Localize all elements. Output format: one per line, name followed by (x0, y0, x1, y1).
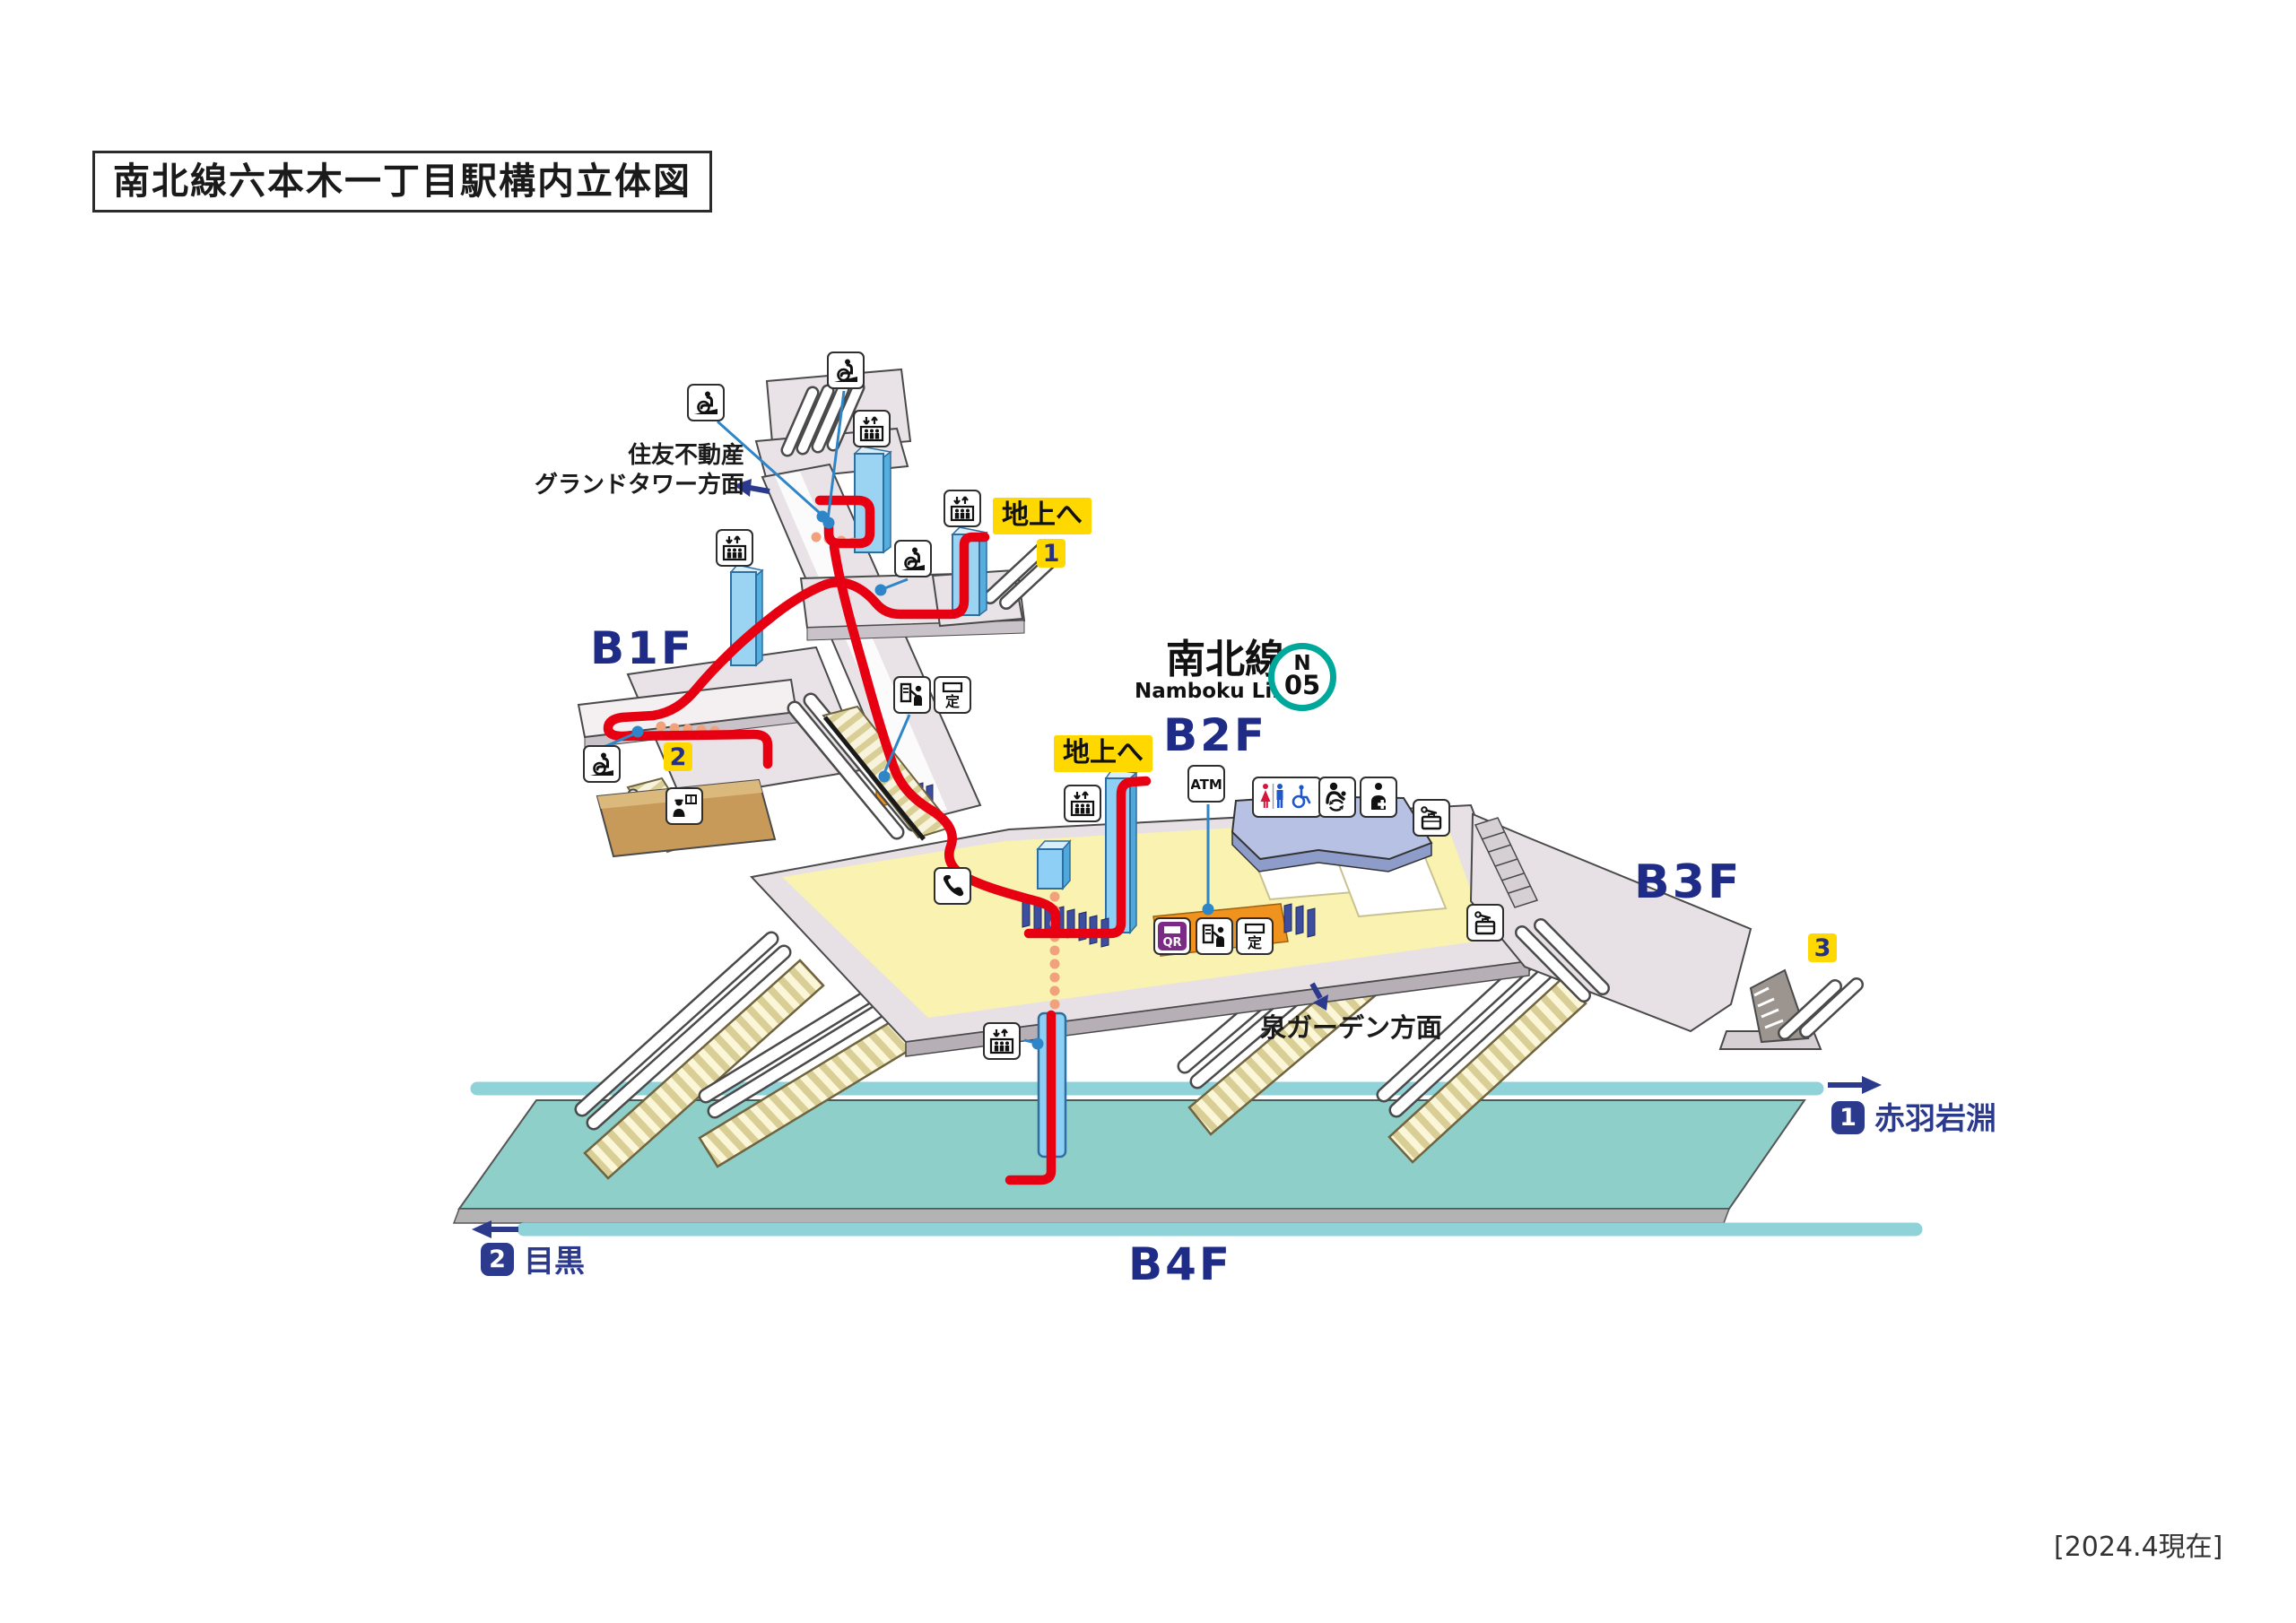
walking-route (603, 495, 1152, 1185)
wheelchair-ramp-icon (583, 745, 621, 783)
grand-tower-direction: 住友不動産 グランドタワー方面 (386, 441, 744, 499)
entrance-top-escalators (780, 380, 865, 457)
station-staff-icon (665, 787, 703, 825)
wheelchair-ramp-icon (687, 384, 725, 421)
svg-text:QR: QR (1162, 936, 1181, 950)
to-ground-label-exit1: 地上へ (993, 498, 1091, 534)
atm-icon: ATM (1187, 765, 1225, 803)
ticket-machine-icon (1196, 917, 1233, 955)
callout-lines (605, 390, 1214, 1050)
svg-text:定: 定 (944, 693, 960, 709)
floor-label-b4f: B4F (1128, 1238, 1233, 1290)
stairs-platform-west-1 (574, 931, 825, 1180)
baby-care-icon (1318, 777, 1356, 818)
svg-text:定: 定 (1247, 934, 1262, 950)
atm-glyph: ATM (1191, 777, 1222, 793)
commuter-pass-icon: 定 (1236, 917, 1274, 955)
floor-label-b1f: B1F (590, 622, 695, 674)
to-ground-label-exit2: 地上へ (1054, 735, 1152, 772)
wheelchair-ramp-icon (827, 352, 865, 389)
coin-locker-icon (1413, 799, 1450, 837)
arrow-akabane (1828, 1076, 1882, 1094)
elevator-glyph (859, 416, 884, 442)
qr-ticket-icon: QR (1153, 917, 1191, 955)
direction-arrows (472, 479, 1882, 1238)
ticket-machine-icon (893, 676, 931, 714)
route-corridor-to-gates (829, 542, 1061, 938)
commuter-pass-icon: 定 (934, 676, 971, 714)
public-phone-icon (934, 867, 971, 905)
exit3-number: 3 (1808, 933, 1837, 962)
exit2-number: 2 (664, 742, 692, 771)
elevator-icon (853, 410, 891, 447)
route-b4f-elevator (1004, 1010, 1057, 1185)
staff-glyph (673, 794, 697, 817)
line-name-ja: 南北線 (1166, 637, 1284, 682)
wheelchair-glyph (834, 359, 857, 382)
ticket-machine-glyph (900, 682, 922, 706)
meguro-badge: 2 (481, 1243, 514, 1276)
first-aid-glyph (1371, 783, 1387, 810)
meguro-name: 目黒 (524, 1244, 585, 1280)
line-name-en: Namboku Line (1135, 680, 1301, 703)
floor-label-b3f: B3F (1634, 855, 1743, 909)
svg-text:ATM: ATM (1191, 777, 1222, 793)
qr-glyph: QR (1158, 922, 1187, 950)
arrow-meguro (472, 1220, 518, 1238)
restroom-glyph (1260, 784, 1311, 809)
page-title: 南北線六本木一丁目駅構内立体図 (92, 151, 712, 213)
akabane-name: 赤羽岩淵 (1874, 1101, 1996, 1137)
arrow-grand-tower (734, 479, 770, 497)
exit1-number: 1 (1037, 539, 1065, 568)
grand-tower-line1: 住友不動産 (627, 442, 744, 469)
first-aid-icon (1360, 777, 1397, 818)
elevator-icon (1064, 785, 1101, 822)
grand-tower-line2: グランドタワー方面 (534, 471, 744, 499)
locker-glyph (1421, 806, 1442, 830)
izumi-garden-direction: 泉ガーデン方面 (1260, 1012, 1443, 1043)
elevator-icon (983, 1022, 1021, 1060)
akabane-badge: 1 (1831, 1101, 1865, 1134)
wheelchair-ramp-icon (894, 540, 932, 577)
elevator-icon (716, 529, 753, 567)
map-date: [2024.4現在] (2054, 1532, 2223, 1563)
b2f-side-gates (1283, 903, 1316, 938)
restroom-icon (1252, 777, 1322, 818)
route-exit1-to-b1f-ramp (603, 532, 990, 769)
elevator-b2f-box (1036, 839, 1072, 890)
station-code-letter: N (1293, 652, 1311, 676)
baby-glyph (1326, 782, 1346, 812)
coin-locker-icon (1466, 904, 1504, 942)
route-gates-to-exit2-elevator (1023, 776, 1152, 939)
phone-glyph (943, 875, 964, 897)
b4f-platform (452, 1099, 1806, 1224)
teiki-glyph: 定 (942, 681, 963, 709)
station-code-number: 05 (1283, 670, 1321, 700)
arrow-izumi-garden (1309, 982, 1328, 1011)
exit3-stairs (1718, 968, 1864, 1050)
route-loop-upper-elevator (814, 495, 875, 549)
elevator-icon (944, 490, 981, 527)
station-code-badge: N 05 (1268, 643, 1336, 711)
floor-label-b2f: B2F (1163, 709, 1268, 761)
